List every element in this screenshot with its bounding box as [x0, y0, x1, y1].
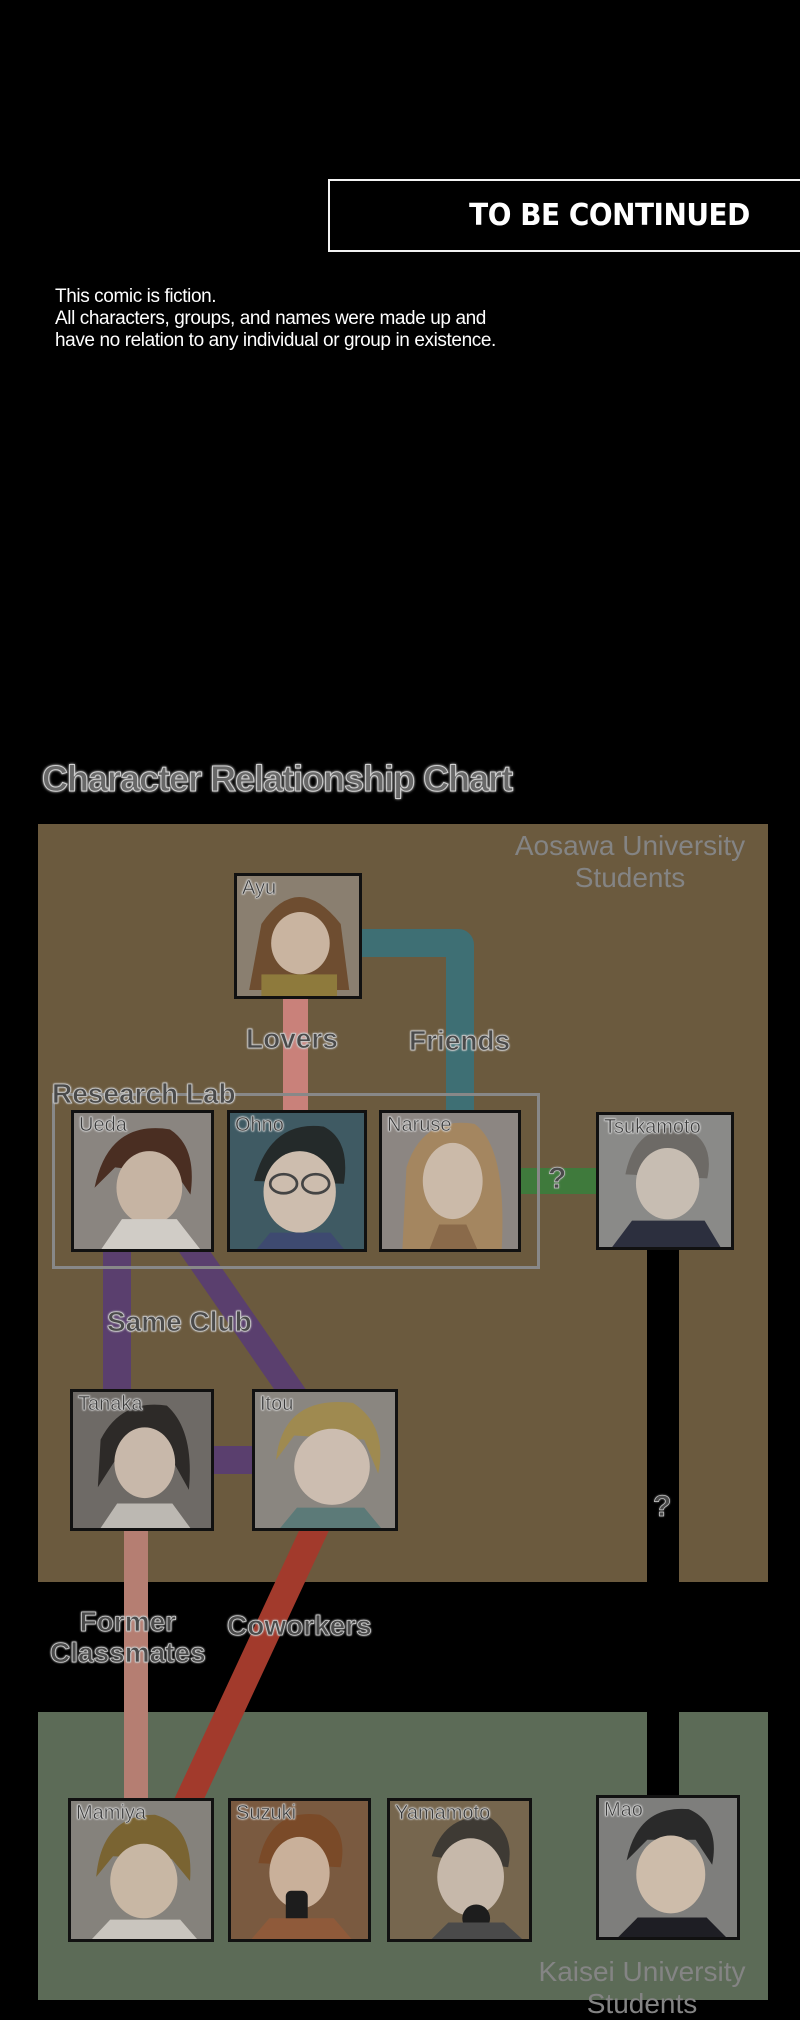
character-portrait: [255, 1392, 395, 1528]
same-club-line-tanaka-itou: [210, 1446, 258, 1474]
research-lab-label: Research Lab: [52, 1078, 236, 1110]
character-portrait: [237, 876, 359, 996]
former-classmates-line-2: Classmates: [50, 1637, 206, 1669]
character-card-yamamoto: Yamamoto: [387, 1798, 532, 1942]
unknown-relation-mark: ?: [653, 1490, 672, 1524]
to-be-continued-banner: TO BE CONTINUED: [328, 179, 800, 252]
aosawa-group-label: Aosawa University Students: [490, 830, 770, 894]
research-lab-box: [52, 1093, 540, 1269]
same-club-label: Same Club: [107, 1306, 253, 1338]
disclaimer-line-3: have no relation to any individual or gr…: [55, 330, 496, 351]
former-classmates-line: [124, 1528, 148, 1810]
character-card-tanaka: Tanaka: [70, 1389, 214, 1531]
character-portrait: [231, 1801, 368, 1939]
disclaimer-line-1: This comic is fiction.: [55, 286, 217, 307]
former-classmates-label: Former Classmates: [50, 1606, 206, 1669]
friends-label: Friends: [409, 1025, 511, 1057]
character-card-ayu: Ayu: [234, 873, 362, 999]
character-portrait: [599, 1798, 737, 1937]
character-name-ueda: Ueda: [79, 1114, 127, 1137]
character-portrait: [71, 1801, 211, 1939]
character-card-mao: Mao: [596, 1795, 740, 1940]
character-card-naruse: Naruse: [379, 1110, 521, 1252]
character-card-ohno: Ohno: [227, 1110, 367, 1252]
character-name-tsukamoto: Tsukamoto: [604, 1116, 701, 1139]
disclaimer: This comic is fiction. All characters, g…: [55, 286, 615, 352]
unknown-relation-mark: ?: [548, 1162, 567, 1196]
character-name-tanaka: Tanaka: [78, 1393, 143, 1416]
character-card-tsukamoto: Tsukamoto: [596, 1112, 734, 1250]
same-club-line-ueda-tanaka: [103, 1248, 131, 1390]
character-name-ohno: Ohno: [235, 1114, 284, 1137]
unknown-line-green: [518, 1168, 600, 1194]
disclaimer-line-2: All characters, groups, and names were m…: [55, 308, 486, 329]
character-name-naruse: Naruse: [387, 1114, 452, 1137]
character-name-mao: Mao: [604, 1799, 643, 1822]
character-portrait: [382, 1113, 518, 1249]
kaisei-label-line-1: Kaisei University: [538, 1956, 746, 1987]
chart-title: Character Relationship Chart: [41, 758, 513, 800]
same-club-line-ueda-itou: [179, 1237, 307, 1406]
character-card-suzuki: Suzuki: [228, 1798, 371, 1942]
unknown-line-black: [647, 1245, 679, 1805]
character-portrait: [599, 1115, 731, 1247]
coworkers-line: [171, 1516, 331, 1816]
character-card-itou: Itou: [252, 1389, 398, 1531]
character-name-ayu: Ayu: [242, 877, 277, 900]
friends-line: [360, 929, 474, 1112]
to-be-continued-text: TO BE CONTINUED: [469, 198, 750, 233]
former-classmates-line-1: Former: [79, 1606, 177, 1638]
character-name-yamamoto: Yamamoto: [395, 1802, 491, 1825]
lovers-label: Lovers: [246, 1023, 339, 1055]
character-name-itou: Itou: [260, 1393, 294, 1416]
aosawa-label-line-2: Students: [574, 862, 686, 893]
character-portrait: [230, 1113, 364, 1249]
character-portrait: [390, 1801, 529, 1939]
character-card-ueda: Ueda: [71, 1110, 214, 1252]
character-name-suzuki: Suzuki: [236, 1802, 297, 1825]
character-portrait: [73, 1392, 211, 1528]
character-name-mamiya: Mamiya: [76, 1802, 147, 1825]
character-card-mamiya: Mamiya: [68, 1798, 214, 1942]
aosawa-label-line-1: Aosawa University: [514, 830, 746, 861]
coworkers-label: Coworkers: [227, 1610, 373, 1642]
character-portrait: [74, 1113, 211, 1249]
